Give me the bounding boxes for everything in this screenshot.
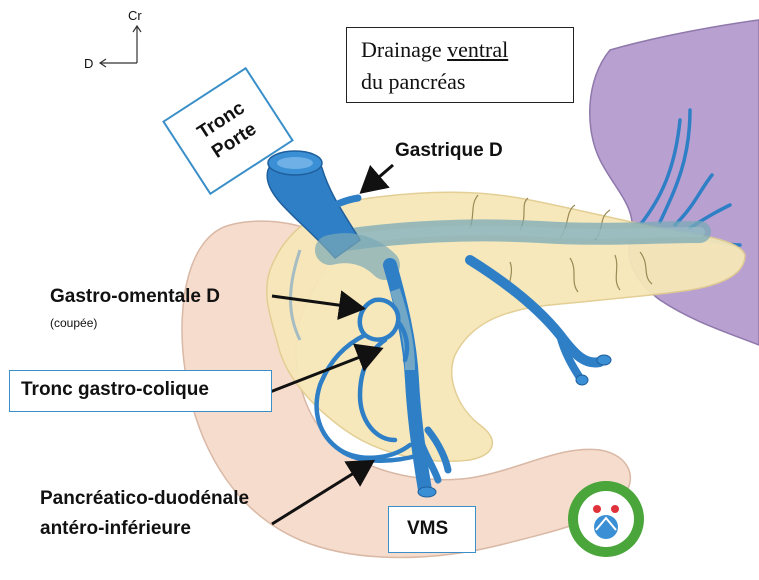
vms-label: VMS <box>407 518 448 540</box>
compass-right-label: D <box>84 56 93 71</box>
diagram-title-box: Drainage ventral du pancréas <box>346 27 574 103</box>
orientation-compass <box>100 26 141 67</box>
tronc-gastro-colique-label: Tronc gastro-colique <box>21 379 209 401</box>
title-prefix: Drainage <box>361 37 447 62</box>
compass-cranial-label: Cr <box>128 8 142 23</box>
gastro-omentale-d-label: Gastro-omentale D <box>50 286 220 308</box>
tutorat-logo-icon <box>568 481 644 557</box>
coupee-label: (coupée) <box>50 316 97 330</box>
pancreatico-duodenale-label-1: Pancréatico-duodénale <box>40 488 249 510</box>
title-underlined: ventral <box>447 37 508 62</box>
title-line2: du pancréas <box>361 66 573 98</box>
pancreatico-duodenale-label-2: antéro-inférieure <box>40 518 191 540</box>
gastrique-d-label: Gastrique D <box>395 140 503 162</box>
tronc-porte-label: Tronc Porte <box>186 92 271 170</box>
